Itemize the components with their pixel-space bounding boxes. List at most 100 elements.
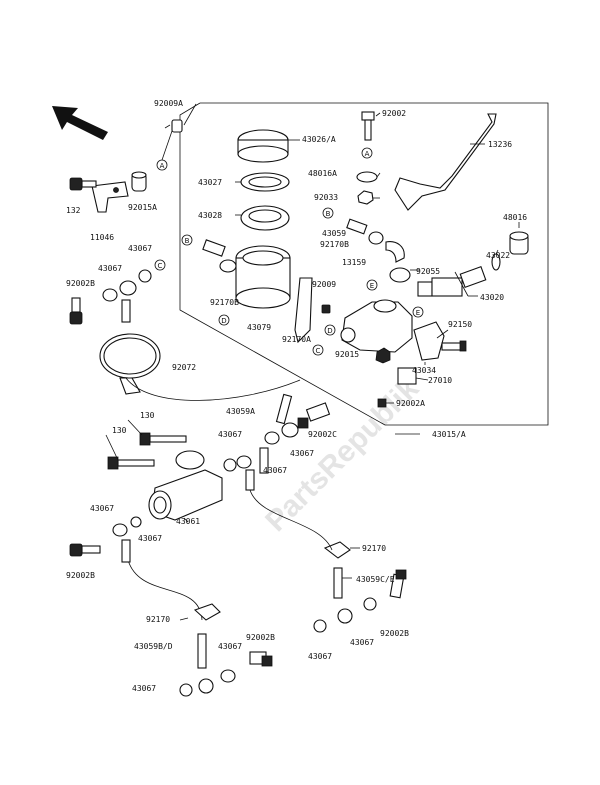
label-43059A: 43059A <box>226 407 255 416</box>
label-92002B-2: 92002B <box>66 571 95 580</box>
washers-43067-mid <box>223 422 299 472</box>
bolt-92009 <box>321 304 331 314</box>
washers-43067-right <box>313 597 377 633</box>
svg-text:B: B <box>326 210 331 218</box>
diaphragm-plate-43027 <box>240 172 290 192</box>
master-cylinder-43061 <box>148 450 223 521</box>
collar-92015A <box>131 171 147 192</box>
svg-text:C: C <box>316 347 321 355</box>
label-92170B: 92170B <box>210 298 239 307</box>
label-92015: 92015 <box>335 350 359 359</box>
brake-hose-line <box>125 377 301 401</box>
label-92002B: 92002B <box>66 279 95 288</box>
brake-hose-upper-end <box>121 299 131 323</box>
switch-27010 <box>397 367 417 385</box>
washers-43067-upper <box>102 269 152 302</box>
label-92002B-3: 92002B <box>380 629 409 638</box>
label-92170A: 92170A <box>282 335 311 344</box>
label-43067-j: 43067 <box>218 642 242 651</box>
label-43061: 43061 <box>176 517 200 526</box>
diaphragm-43028 <box>240 205 290 231</box>
label-43067-f: 43067 <box>90 504 114 513</box>
label-48016: 48016 <box>503 213 527 222</box>
label-13236: 13236 <box>488 140 512 149</box>
label-27010: 27010 <box>428 376 452 385</box>
boot-48016 <box>509 231 529 255</box>
svg-text:E: E <box>370 282 374 290</box>
banjo-43059B-D <box>197 633 207 669</box>
callout-c: C <box>154 259 166 271</box>
label-48016A: 48016A <box>308 169 337 178</box>
stay-92170A <box>294 277 313 344</box>
label-43067-i: 43067 <box>350 638 374 647</box>
svg-text:A: A <box>365 150 370 158</box>
assembly-outline <box>179 102 549 426</box>
fitting-b <box>202 239 226 257</box>
label-43067-e: 43067 <box>263 466 287 475</box>
label-92002: 92002 <box>382 109 406 118</box>
label-43067-g: 43067 <box>138 534 162 543</box>
nut-92015 <box>375 347 391 364</box>
label-43015A: 43015/A <box>432 430 466 439</box>
label-43027: 43027 <box>198 178 222 187</box>
banjo-43059C-E <box>333 567 343 599</box>
bolts-130 <box>107 432 187 470</box>
svg-text:D: D <box>221 317 226 325</box>
master-cylinder-body <box>340 299 413 353</box>
reservoir-cap-43026A <box>237 129 289 163</box>
screw-92002 <box>361 111 375 141</box>
callout-b-2: B <box>322 207 334 219</box>
label-92033: 92033 <box>314 193 338 202</box>
callout-d-2: D <box>324 324 336 336</box>
label-43059: 43059 <box>322 229 346 238</box>
label-92009: 92009 <box>312 280 336 289</box>
washers-43067-lower-left <box>112 516 142 537</box>
svg-text:E: E <box>416 309 420 317</box>
label-92002A: 92002A <box>396 399 425 408</box>
leader-lines <box>105 103 520 621</box>
label-130-b: 130 <box>112 426 127 435</box>
banjo-fitting-13159 <box>385 241 405 263</box>
bolt-92002C <box>297 402 331 429</box>
label-92072: 92072 <box>172 363 196 372</box>
label-92055: 92055 <box>416 267 440 276</box>
label-43022: 43022 <box>486 251 510 260</box>
label-130-a: 130 <box>140 411 155 420</box>
bolt-132 <box>69 177 97 191</box>
hose-clamp-92072 <box>99 333 161 395</box>
label-43079: 43079 <box>247 323 271 332</box>
label-92015A: 92015A <box>128 203 157 212</box>
label-43067-h: 43067 <box>308 652 332 661</box>
label-92002C: 92002C <box>308 430 337 439</box>
callout-a-2: A <box>361 147 373 159</box>
bolt-92009A <box>164 119 183 133</box>
label-132: 132 <box>66 206 81 215</box>
hose-clamp-92170 <box>323 541 351 559</box>
label-11046: 11046 <box>90 233 114 242</box>
clamp-43034 <box>413 321 445 361</box>
svg-text:A: A <box>160 162 165 170</box>
label-92002B-4: 92002B <box>246 633 275 642</box>
brake-hose-left <box>127 559 203 621</box>
label-43020: 43020 <box>480 293 504 302</box>
callout-e-2: E <box>412 306 424 318</box>
o-ring-92055 <box>389 267 411 283</box>
pivot-43059 <box>346 218 368 235</box>
label-92170B-2: 92170B <box>320 240 349 249</box>
bolt-92002B <box>69 297 83 325</box>
callout-a: A <box>156 159 168 171</box>
label-92170-a: 92170 <box>362 544 386 553</box>
screw-92002A <box>377 398 387 408</box>
svg-text:C: C <box>158 262 163 270</box>
brake-lever-13236 <box>394 113 497 211</box>
callout-c-2: C <box>312 344 324 356</box>
svg-text:D: D <box>327 327 332 335</box>
label-43059BD: 43059B/D <box>134 642 173 651</box>
callout-d: D <box>218 314 230 326</box>
bracket-11046 <box>91 181 129 213</box>
hose-clamp-92170B-upper <box>368 231 384 245</box>
label-43067-b: 43067 <box>98 264 122 273</box>
label-43059CE: 43059C/E <box>356 575 395 584</box>
banjo-bolt-43059A <box>275 393 293 425</box>
